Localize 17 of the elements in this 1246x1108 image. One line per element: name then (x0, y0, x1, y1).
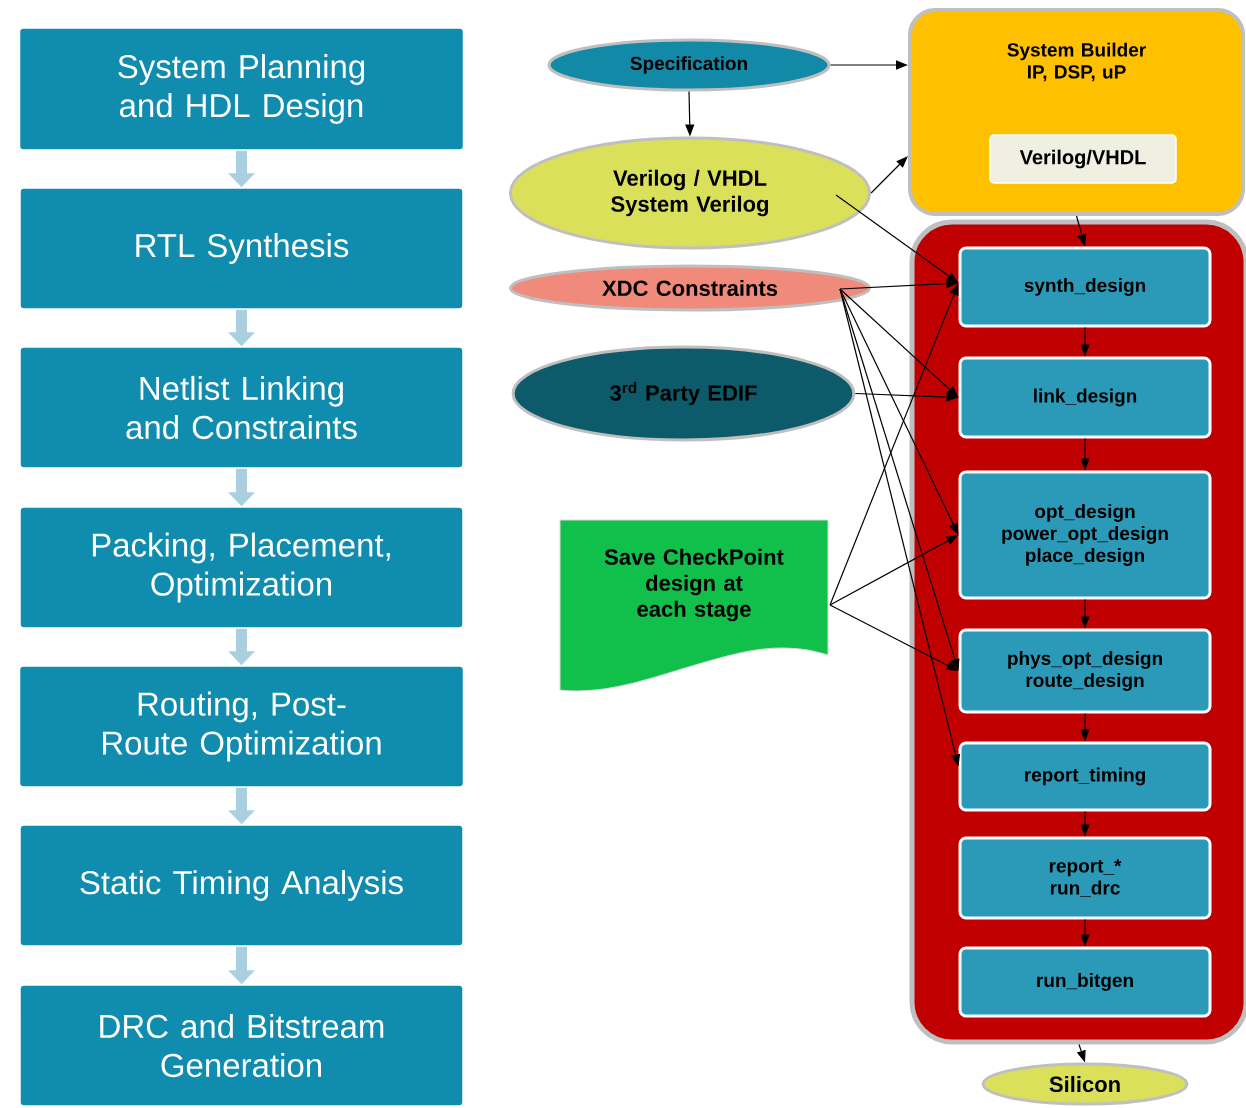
process-box: RTL Synthesis (19, 187, 464, 310)
process-box: System Planning and HDL Design (18, 27, 465, 151)
command-box: synth_design (958, 246, 1212, 328)
arrow (870, 156, 908, 194)
process-box: Packing, Placement, Optimization (19, 506, 464, 629)
command-box: run_bitgen (958, 946, 1212, 1018)
arrow (839, 288, 959, 535)
process-box: Netlist Linking and Constraints (19, 346, 464, 469)
command-box: phys_opt_design route_design (958, 628, 1212, 714)
label-box: Verilog/VHDL (989, 134, 1177, 184)
command-box: report_timing (958, 741, 1212, 812)
process-box: Static Timing Analysis (19, 824, 464, 947)
process-box: DRC and Bitstream Generation (19, 984, 464, 1107)
command-box: report_* run_drc (958, 836, 1212, 920)
process-box: Routing, Post-Route Optimization (18, 665, 465, 788)
command-box: opt_design power_opt_design place_design (958, 470, 1212, 600)
command-box: link_design (958, 356, 1212, 439)
